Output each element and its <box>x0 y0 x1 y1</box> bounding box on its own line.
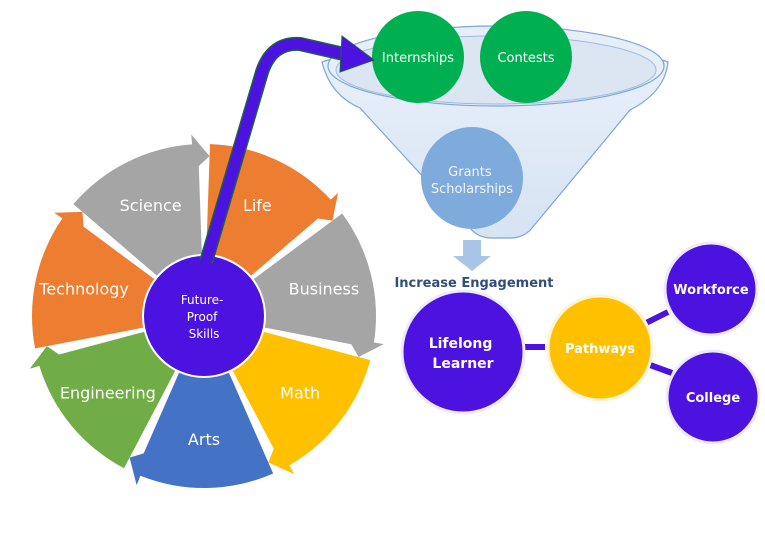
segment-shape <box>206 144 339 276</box>
wheel-segment-life[interactable]: Life <box>206 144 339 276</box>
pathways-label: Pathways <box>565 342 635 357</box>
segment-shape <box>129 372 274 488</box>
svg-text:Lifelong Learner: Lifelong Learner <box>429 336 498 372</box>
grants-label: Grants <box>448 165 492 180</box>
workforce-label: Workforce <box>673 283 749 298</box>
segment-shape <box>73 134 210 276</box>
workforce-node[interactable]: Workforce <box>663 241 759 337</box>
learner-label-line: Learner <box>432 356 493 372</box>
svg-text:Grants Scholarships: Grants Scholarships <box>431 165 513 197</box>
center-label-line: Future- <box>181 293 224 307</box>
wheel-segment-engineering[interactable]: Engineering <box>29 331 176 469</box>
wheel-segment-math[interactable]: Math <box>232 331 371 475</box>
college-node[interactable]: College <box>665 349 761 445</box>
segment-label: Engineering <box>60 384 156 403</box>
center-label-line: Skills <box>189 327 220 341</box>
funnel-item-contests[interactable]: Contests <box>480 11 572 103</box>
contests-label: Contests <box>497 51 554 66</box>
segment-label: Arts <box>188 430 220 449</box>
learner-label-line: Lifelong <box>429 336 493 352</box>
center-label-line: Proof <box>187 310 218 324</box>
segment-label: Business <box>289 280 360 299</box>
funnel-item-grants-scholarships[interactable]: Grants Scholarships <box>421 127 523 229</box>
segment-label: Math <box>280 384 320 403</box>
flow-arrow <box>199 35 376 264</box>
pathways-node[interactable]: Pathways <box>546 294 654 402</box>
college-label: College <box>686 391 741 406</box>
down-arrow-icon <box>453 240 491 271</box>
wheel-segment-technology[interactable]: Technology <box>32 211 155 349</box>
scholarships-label: Scholarships <box>431 182 513 197</box>
wheel-center[interactable]: Future- Proof Skills <box>144 256 264 376</box>
segment-label: Technology <box>38 280 129 299</box>
segment-shape <box>253 213 384 358</box>
wheel-segment-science[interactable]: Science <box>73 134 210 276</box>
internships-label: Internships <box>382 51 454 66</box>
increase-engagement-label: Increase Engagement <box>394 276 553 291</box>
segment-label: Science <box>120 196 182 215</box>
segment-label: Life <box>243 196 272 215</box>
pathway-connectors <box>525 309 674 376</box>
segment-shape <box>29 331 176 469</box>
lifelong-learner-node[interactable]: Lifelong Learner <box>400 289 526 415</box>
wheel-segment-arts[interactable]: Arts <box>129 372 274 488</box>
svg-text:Future- Proof Skil: Future- Proof Skills <box>181 293 227 341</box>
segment-shape <box>232 331 371 475</box>
segment-shape <box>32 211 155 349</box>
arrow-head-icon <box>339 35 376 73</box>
funnel-item-internships[interactable]: Internships <box>372 11 464 103</box>
wheel-segment-business[interactable]: Business <box>253 213 384 358</box>
